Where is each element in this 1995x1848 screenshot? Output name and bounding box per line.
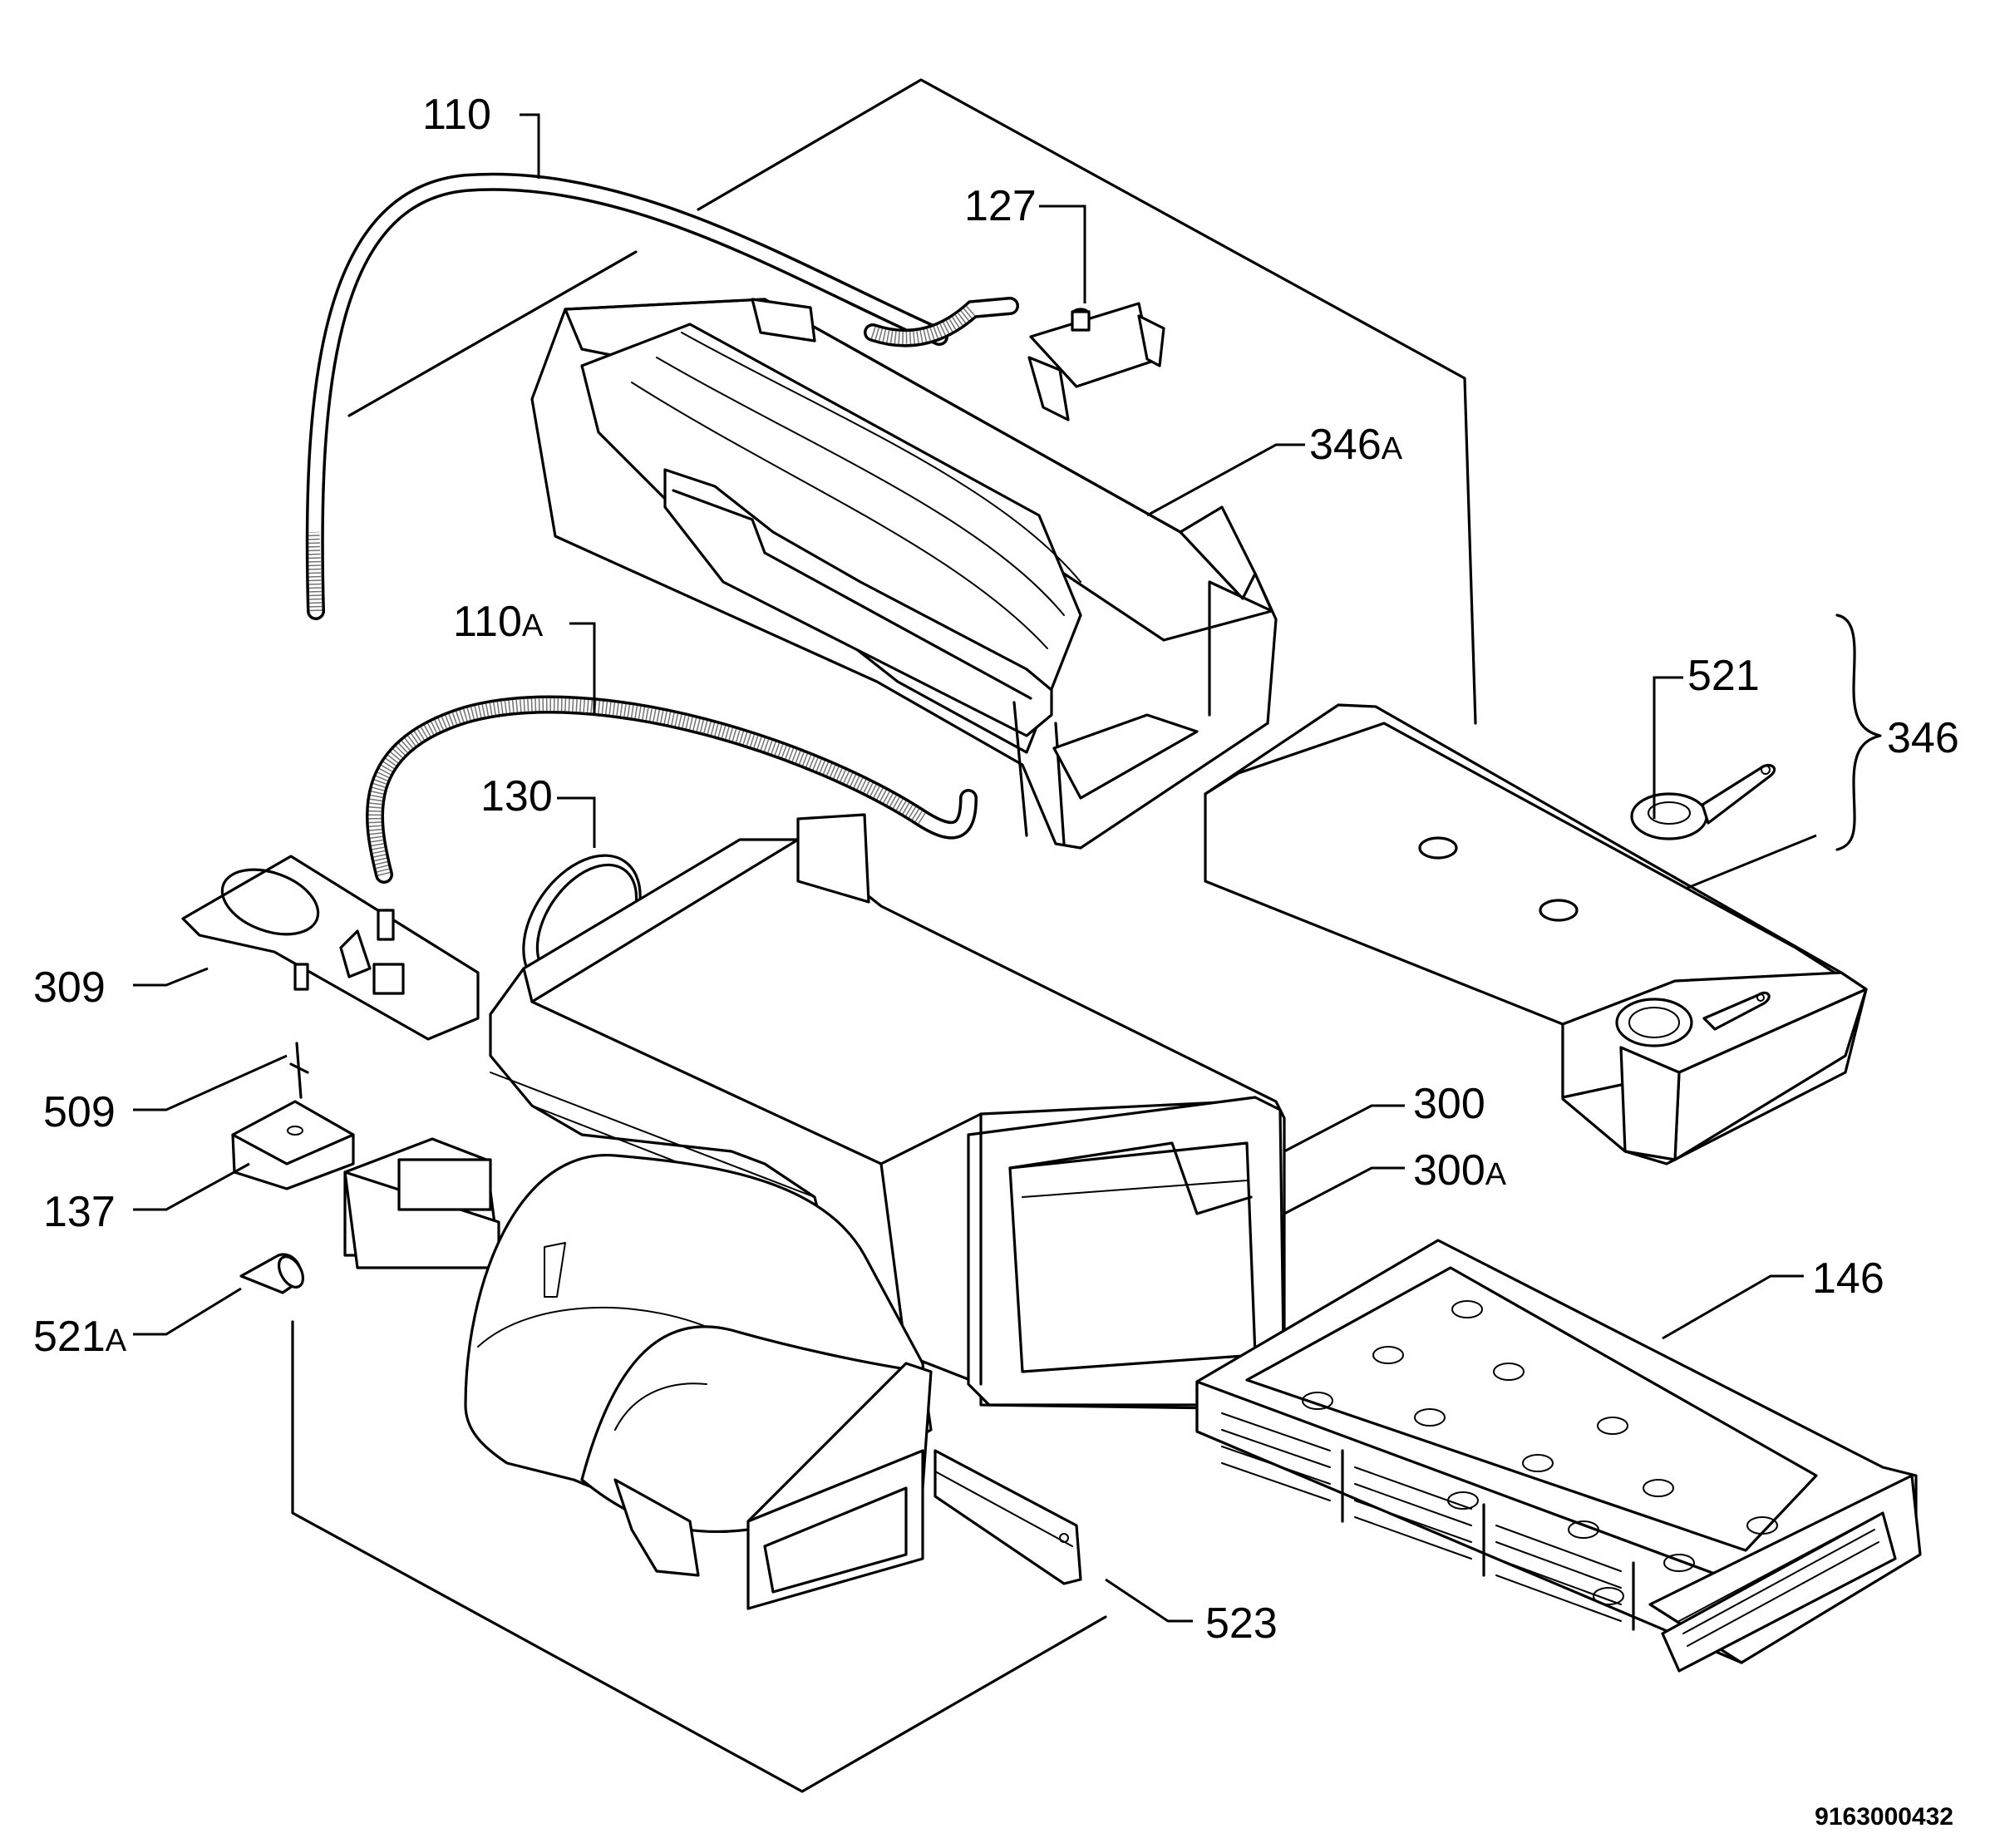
fan-housing [343,1137,933,1610]
callout-523: 523 [1205,1599,1278,1648]
upper-tank-tray-346a [530,298,1278,850]
callout-509: 509 [43,1088,116,1136]
bracket-309 [181,855,480,1041]
condenser-housing-300 [489,813,1286,1411]
callout-labels: 110 127 346A 110A 521 346 130 309 509 30… [33,91,1959,1831]
float-cap-521 [1630,764,1776,840]
callout-137: 137 [43,1188,116,1236]
callout-146: 146 [1812,1254,1884,1303]
callout-130: 130 [480,772,553,821]
clip-127 [1027,302,1165,421]
filter-grille [1221,1412,1879,1647]
callout-309: 309 [33,963,106,1012]
callout-110a: 110A [453,598,544,646]
document-number: 9163000432 [1815,1803,1953,1831]
callout-110: 110 [422,91,491,139]
callout-346: 346 [1887,714,1959,762]
filter-box-146 [1195,1239,1922,1673]
drain-hose-110 [305,172,1019,620]
strip-523 [933,1449,1082,1585]
leader-lines [133,113,1817,1623]
cap-137 [231,1100,355,1190]
callout-521: 521 [1687,652,1760,700]
callout-346a: 346A [1309,421,1403,469]
lower-assembly-outline [291,1320,1107,1793]
sleeve-521a [239,1253,305,1294]
pin-509 [289,1042,309,1099]
upper-assembly-outline [347,78,1477,725]
callout-127: 127 [964,182,1037,230]
filter-holes [1302,1300,1778,1605]
callout-300: 300 [1413,1080,1485,1128]
hose-110a [365,695,978,884]
callout-300a: 300A [1413,1146,1507,1195]
callout-521a: 521A [33,1313,127,1361]
water-tank-346 [1204,703,1868,1165]
bracket-346 [1835,614,1882,851]
